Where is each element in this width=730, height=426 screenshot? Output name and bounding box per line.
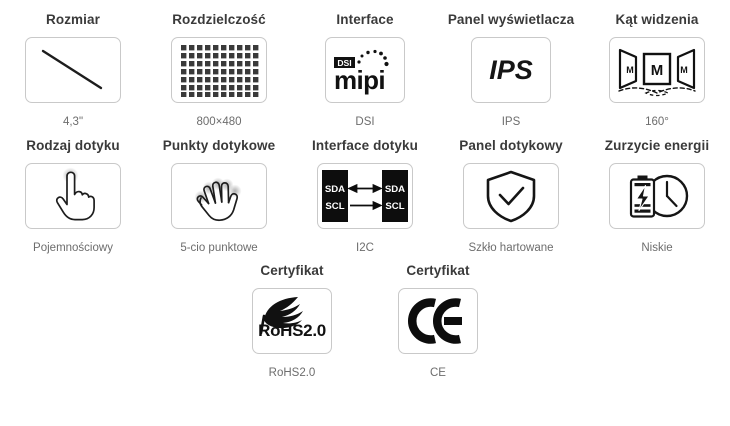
svg-text:SDA: SDA <box>325 184 345 195</box>
svg-text:SCL: SCL <box>325 201 344 212</box>
pointing-finger-icon <box>25 163 121 229</box>
svg-text:SCL: SCL <box>385 201 404 212</box>
svg-text:RoHS2.0: RoHS2.0 <box>258 321 326 340</box>
spec-item-touch-panel: Panel dotykowy Szkło hartowane <box>438 138 584 255</box>
rohs-leaf-logo-icon: RoHS2.0 <box>252 288 332 354</box>
spec-row-3: Certyfikat RoHS2.0 RoHS2.0 Certyfikat <box>0 255 730 380</box>
svg-text:IPS: IPS <box>489 55 533 85</box>
spec-title: Zurzycie energii <box>604 138 710 153</box>
spec-item-size: Rozmiar 4,3" <box>0 12 146 129</box>
spec-value: Niskie <box>641 242 673 254</box>
ce-mark-icon <box>398 288 478 354</box>
spec-value: 160° <box>645 116 669 128</box>
spec-value: IPS <box>501 116 521 128</box>
spec-title: Panel dotykowy <box>459 138 563 153</box>
spec-title: Rozmiar <box>46 12 100 27</box>
spec-value: 800×480 <box>196 116 242 128</box>
spec-item-display-panel: Panel wyświetlacza IPS IPS <box>438 12 584 129</box>
spec-row-1: Rozmiar 4,3" Rozdzielczość <box>0 0 730 129</box>
spec-item-resolution: Rozdzielczość <box>146 12 292 129</box>
i2c-bus-icon: SDA SCL SDA SCL <box>317 163 413 229</box>
viewing-angle-icon: M M M <box>609 37 705 103</box>
spec-item-power-consumption: Zurzycie energii <box>584 138 730 255</box>
spec-item-viewing-angle: Kąt widzenia M M M 160° <box>584 12 730 129</box>
spec-item-touch-interface: Interface dotyku SDA SCL SDA SCL <box>292 138 438 255</box>
svg-text:M: M <box>626 65 634 75</box>
spec-value: CE <box>430 367 446 379</box>
spec-item-touch-type: Rodzaj dotyku Pojemnościowy <box>0 138 146 255</box>
spec-value: Szkło hartowane <box>468 242 554 254</box>
spec-title: Panel wyświetlacza <box>447 12 575 27</box>
screen-diagonal-icon <box>25 37 121 103</box>
spec-value: I2C <box>356 242 374 254</box>
spec-title: Certyfikat <box>260 263 324 278</box>
spec-title: Certyfikat <box>406 263 470 278</box>
spec-value: DSI <box>355 116 375 128</box>
spec-value: 5-cio punktowe <box>180 242 258 254</box>
spec-value: RoHS2.0 <box>268 367 316 379</box>
spec-value: Pojemnościowy <box>33 242 113 254</box>
svg-text:M: M <box>651 62 664 79</box>
svg-text:mipi: mipi <box>334 65 385 95</box>
ips-label-icon: IPS <box>471 37 551 103</box>
spec-title: Interface <box>336 12 394 27</box>
spec-item-interface: Interface DSI <box>292 12 438 129</box>
spec-item-certificate-rohs: Certyfikat RoHS2.0 RoHS2.0 <box>219 263 365 380</box>
spec-row-2: Rodzaj dotyku Pojemnościowy Punkty dotyk <box>0 129 730 255</box>
spec-title: Kąt widzenia <box>615 12 699 27</box>
svg-text:DSI: DSI <box>337 58 351 68</box>
battery-clock-icon <box>609 163 705 229</box>
svg-text:M: M <box>680 65 688 75</box>
mipi-dsi-logo-icon: DSI mipi <box>325 37 405 103</box>
pixel-matrix-icon <box>171 37 267 103</box>
five-finger-hand-icon <box>171 163 267 229</box>
spec-title: Interface dotyku <box>312 138 418 153</box>
svg-text:SDA: SDA <box>385 184 405 195</box>
spec-title: Rozdzielczość <box>172 12 266 27</box>
spec-title: Punkty dotykowe <box>162 138 276 153</box>
spec-title: Rodzaj dotyku <box>26 138 120 153</box>
spec-value: 4,3" <box>62 116 84 128</box>
shield-check-icon <box>463 163 559 229</box>
spec-item-certificate-ce: Certyfikat CE <box>365 263 511 380</box>
spec-item-touch-points: Punkty dotykowe <box>146 138 292 255</box>
